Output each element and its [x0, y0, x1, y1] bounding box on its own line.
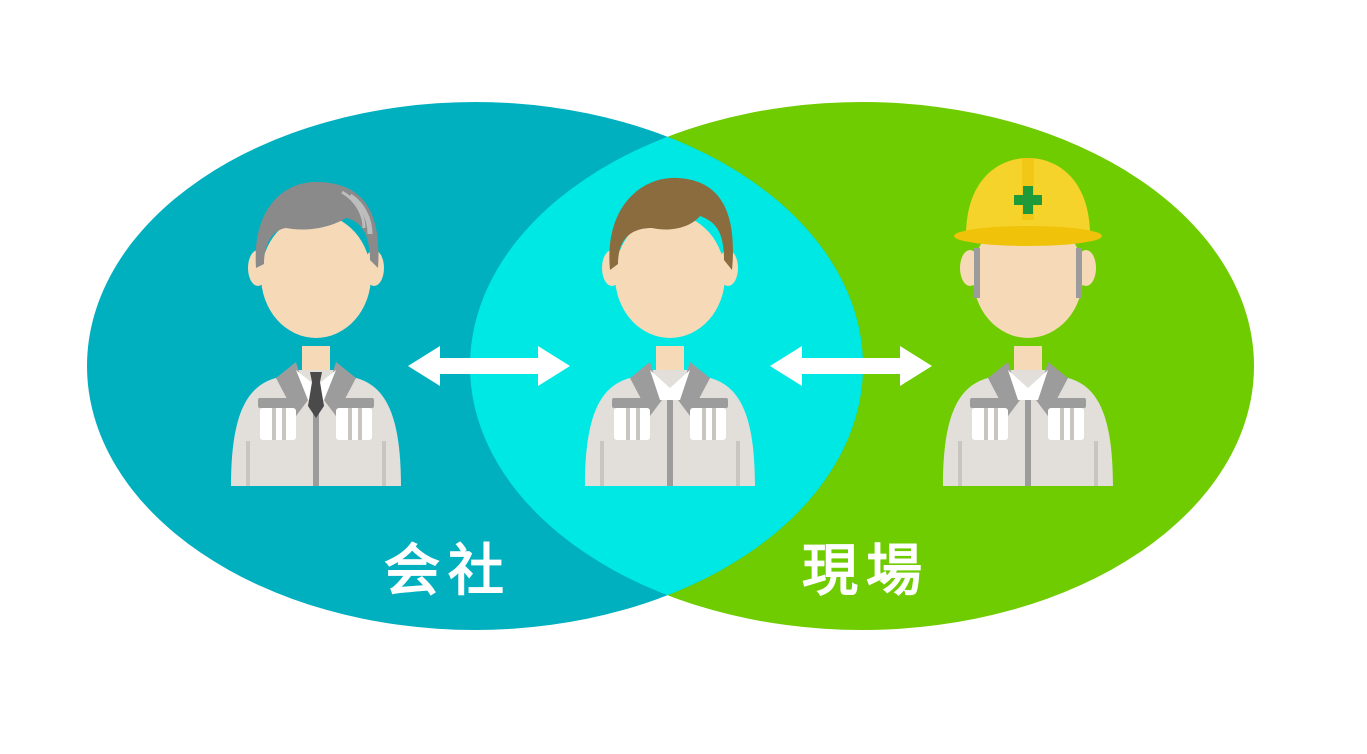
office-manager-icon — [231, 181, 401, 486]
company-label: 会社 — [384, 539, 512, 604]
site-label: 現場 — [802, 539, 930, 604]
coordinator-icon — [585, 177, 755, 486]
site-worker-helmet-icon — [943, 158, 1113, 486]
